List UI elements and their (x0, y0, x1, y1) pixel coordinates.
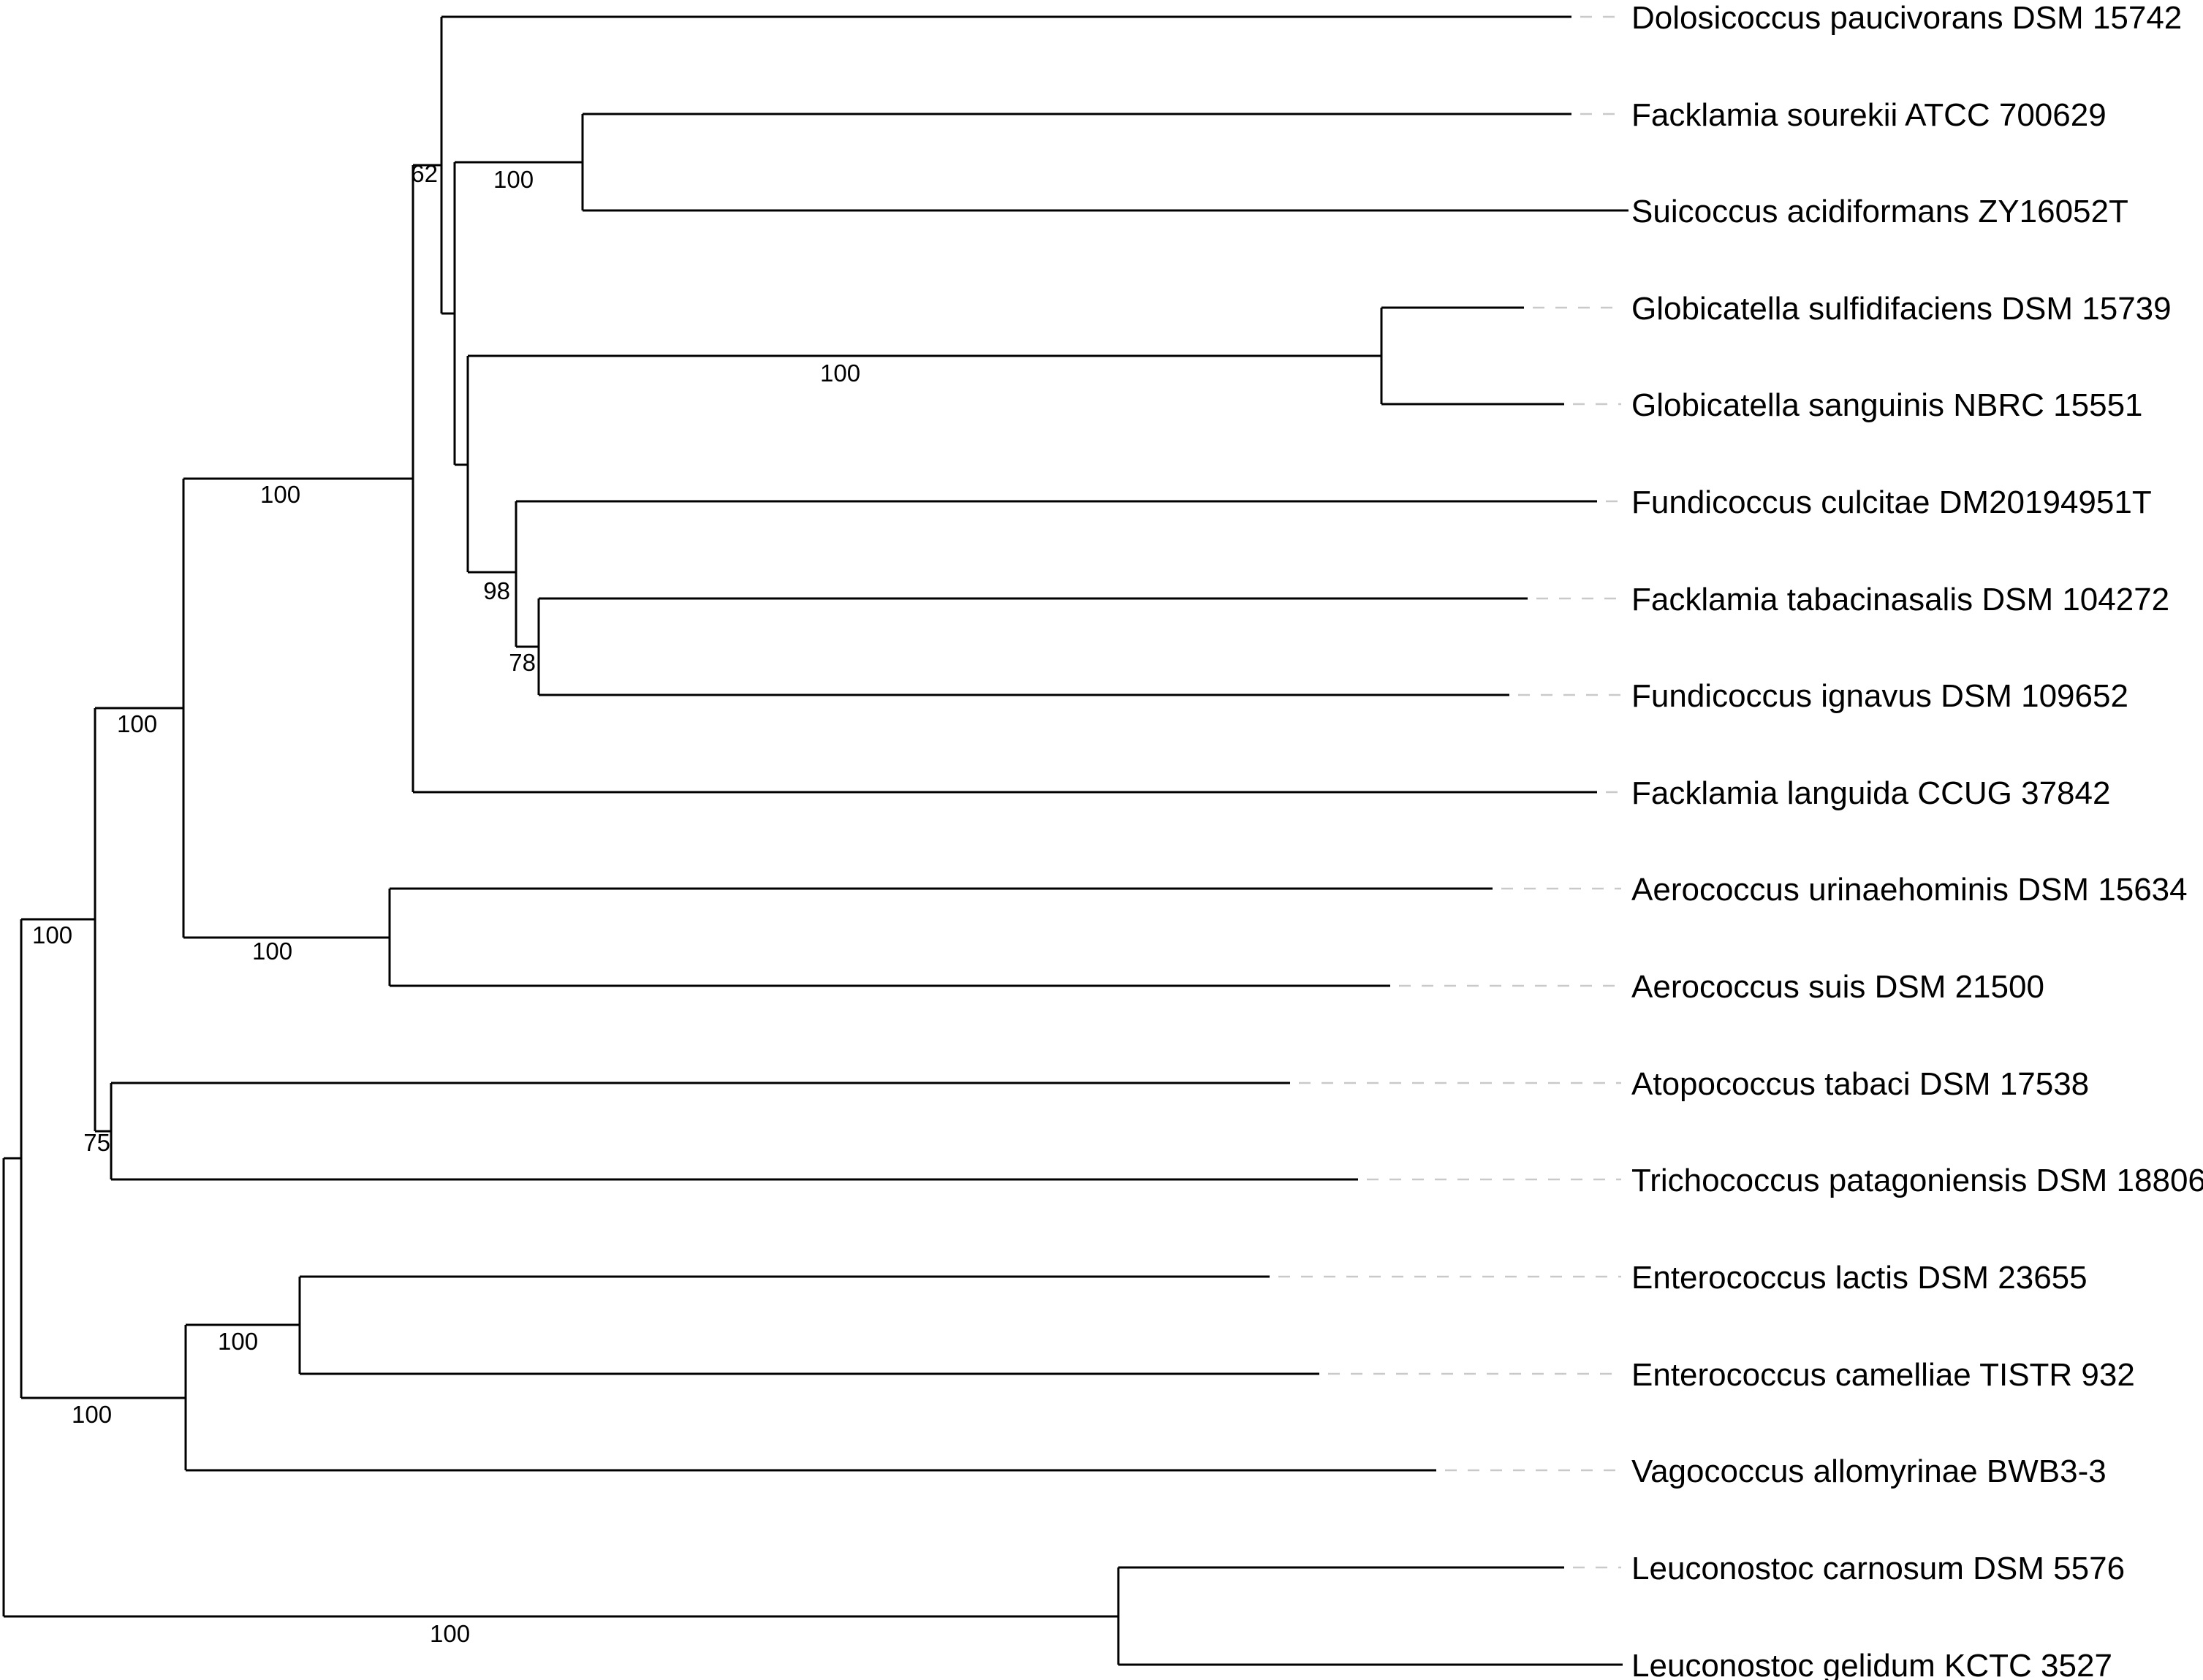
tip-label-aerococcus-urinaehominis-dsm-15634: Aerococcus urinaehominis DSM 15634 (1631, 872, 2188, 908)
tip-label-aerococcus-suis-dsm-21500: Aerococcus suis DSM 21500 (1631, 969, 2044, 1005)
tip-label-dolosicoccus-paucivorans-dsm-15742: Dolosicoccus paucivorans DSM 15742 (1631, 0, 2182, 36)
bootstrap-value-5: 78 (509, 649, 536, 676)
bootstrap-value-4: 98 (483, 577, 510, 604)
tip-connectors (1278, 15, 1621, 1569)
bootstrap-labels: 62 100 100 100 98 78 100 100 100 75 100 100 100 (32, 160, 860, 1647)
tip-label-fundicoccus-ignavus-dsm-109652: Fundicoccus ignavus DSM 109652 (1631, 678, 2128, 714)
bootstrap-value-1: 100 (493, 166, 534, 193)
tip-branches (111, 15, 1628, 1666)
tip-label-facklamia-sourekii-atcc-700629: Facklamia sourekii ATCC 700629 (1631, 97, 2107, 133)
tip-label-atopococcus-tabaci-dsm-17538: Atopococcus tabaci DSM 17538 (1631, 1066, 2089, 1102)
bootstrap-value-2: 100 (820, 360, 860, 387)
tip-label-trichococcus-patagoniensis-dsm-18806: Trichococcus patagoniensis DSM 18806 (1631, 1163, 2203, 1198)
tip-label-leuconostoc-carnosum-dsm-5576: Leuconostoc carnosum DSM 5576 (1631, 1551, 2125, 1586)
tip-label-globicatella-sanguinis-nbrc-15551: Globicatella sanguinis NBRC 15551 (1631, 387, 2143, 423)
bootstrap-value-9: 75 (83, 1129, 110, 1156)
tip-label-globicatella-sulfidifaciens-dsm-15739: Globicatella sulfidifaciens DSM 15739 (1631, 291, 2172, 327)
tip-label-enterococcus-camelliae-tistr-932: Enterococcus camelliae TISTR 932 (1631, 1357, 2135, 1393)
tip-label-facklamia-tabacinasalis-dsm-104272: Facklamia tabacinasalis DSM 104272 (1631, 582, 2169, 617)
bootstrap-value-3: 100 (260, 481, 300, 508)
bootstrap-value-11: 100 (72, 1401, 112, 1428)
tip-label-facklamia-languida-ccug-37842: Facklamia languida CCUG 37842 (1631, 775, 2110, 811)
bootstrap-value-6: 100 (117, 710, 157, 737)
bootstrap-value-12: 100 (430, 1620, 470, 1647)
tip-label-fundicoccus-culcitae-dm20194951t: Fundicoccus culcitae DM20194951T (1631, 484, 2152, 520)
bootstrap-value-8: 100 (252, 938, 292, 965)
bootstrap-value-0: 62 (411, 160, 438, 187)
tip-label-enterococcus-lactis-dsm-23655: Enterococcus lactis DSM 23655 (1631, 1260, 2088, 1296)
internal-branches (2, 17, 1383, 1665)
tip-label-vagococcus-allomyrinae-bwb3-3: Vagococcus allomyrinae BWB3-3 (1631, 1453, 2107, 1489)
tip-label-suicoccus-acidiformans-zy16052t: Suicoccus acidiformans ZY16052T (1631, 194, 2128, 229)
bootstrap-value-7: 100 (32, 921, 72, 949)
tip-labels: Dolosicoccus paucivorans DSM 15742Fackla… (1631, 0, 2203, 1680)
bootstrap-value-10: 100 (218, 1328, 258, 1355)
tip-label-leuconostoc-gelidum-kctc-3527: Leuconostoc gelidum KCTC 3527 (1631, 1648, 2112, 1680)
